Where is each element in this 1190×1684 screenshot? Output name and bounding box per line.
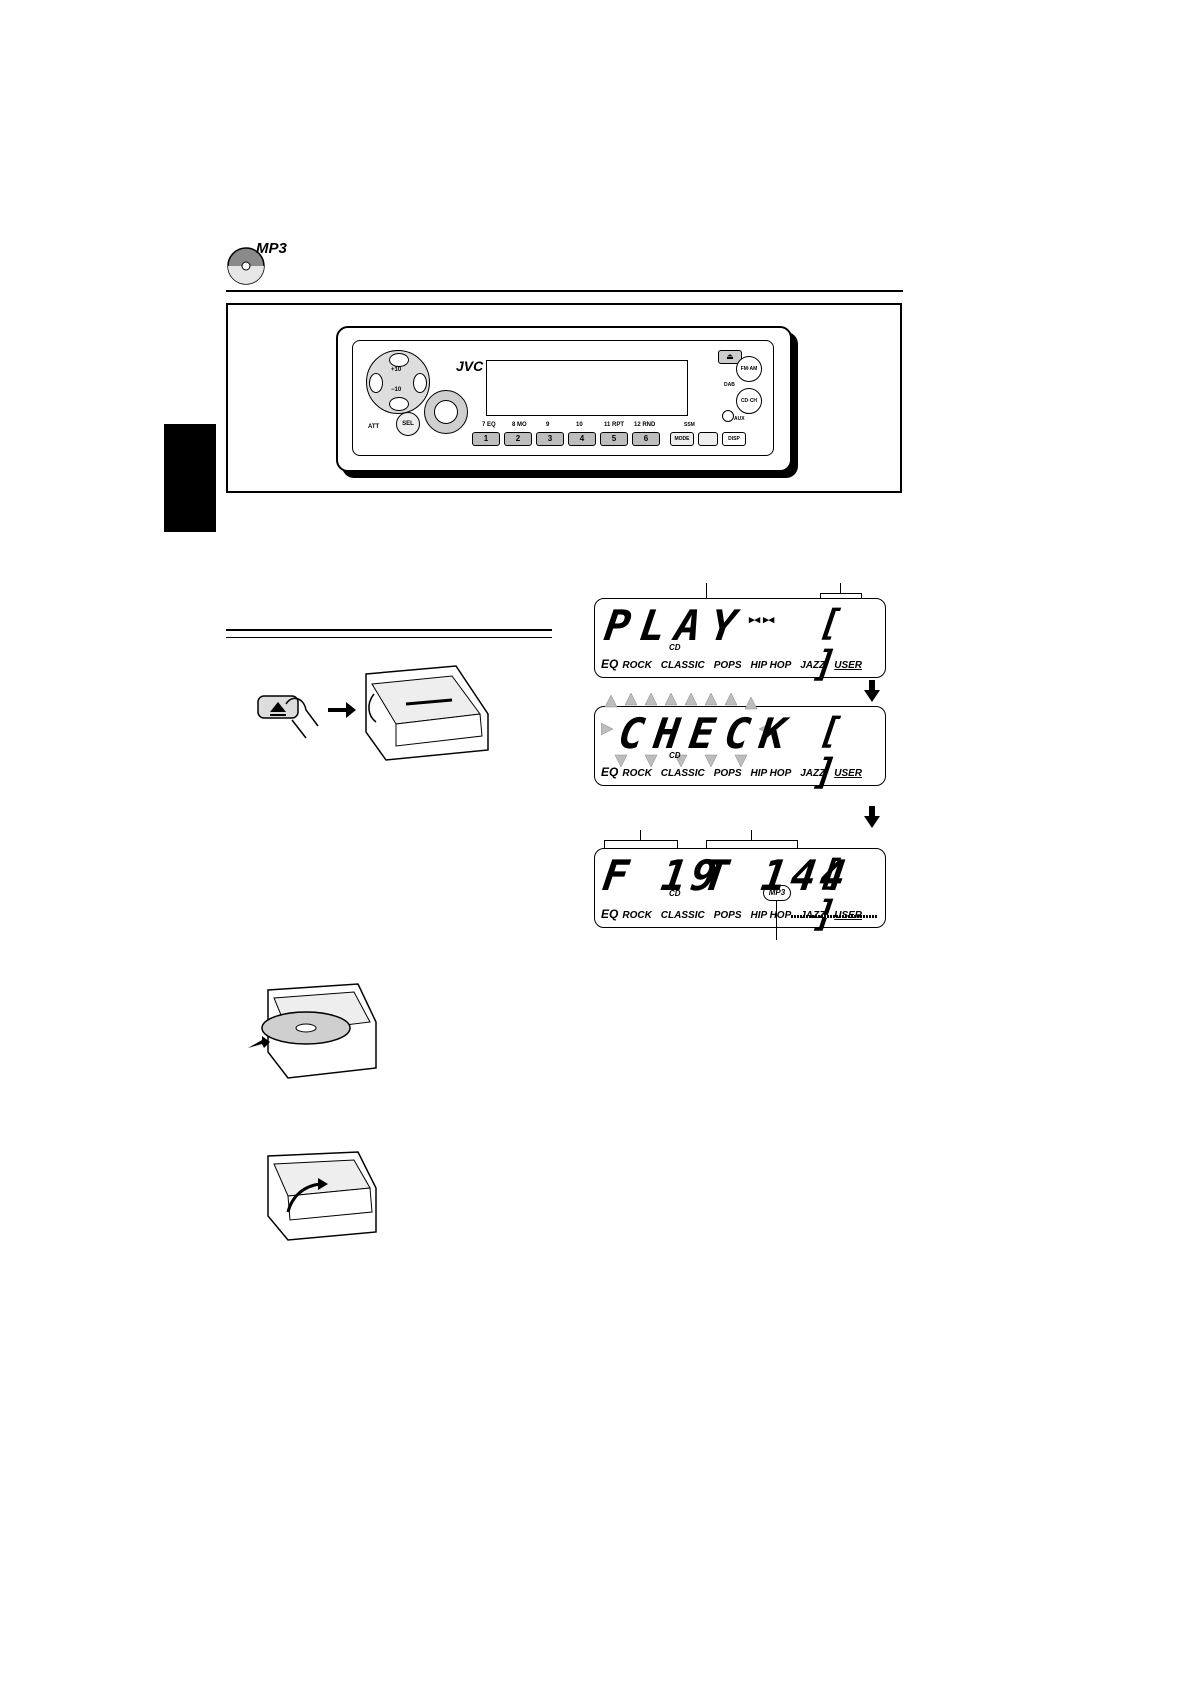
disc-insert-illustration (248, 982, 388, 1082)
fm-am-button[interactable]: FM·AM (736, 356, 762, 382)
radio-display-window (486, 360, 688, 416)
brand-logo: JVC (456, 358, 484, 374)
lcd-right-text: [ ] (811, 853, 847, 935)
track-bracket (706, 840, 798, 849)
eq-mode: HIP HOP (750, 910, 792, 921)
ssm-label: SSM (684, 422, 695, 428)
eq-mode: JAZZ (800, 768, 826, 779)
aux-jack[interactable] (722, 410, 734, 422)
preset-button-1[interactable]: 1 (472, 432, 500, 446)
preset-button-3[interactable]: 3 (536, 432, 564, 446)
mode-button[interactable]: MODE (670, 432, 694, 446)
folder-bracket (604, 840, 678, 849)
eq-mode: POPS (713, 660, 742, 671)
eq-mode-user: USER (834, 910, 863, 921)
dial-down-label: −10 (391, 387, 402, 393)
aux-label: AUX (734, 416, 745, 422)
eq-mode: HIP HOP (750, 768, 792, 779)
preset-label: 10 (576, 422, 583, 428)
control-pad[interactable]: +10 −10 (366, 350, 430, 414)
preset-label: 12 RND (634, 422, 656, 428)
faceplate-inner (352, 340, 774, 456)
volume-knob[interactable] (424, 390, 468, 434)
preset-label: 11 RPT (604, 422, 625, 428)
eq-label: EQ (601, 765, 619, 779)
disp-button[interactable]: DISP (722, 432, 746, 446)
mp3-badge-label: MP3 (256, 240, 287, 257)
eq-mode: JAZZ (800, 660, 826, 671)
eq-mode: CLASSIC (660, 660, 705, 671)
folder-bracket-tick (640, 830, 641, 840)
att-label: ATT (368, 424, 380, 430)
eq-mode: POPS (713, 768, 742, 779)
preset-label: 9 (546, 422, 550, 428)
mp3-disc-icon (226, 246, 266, 286)
eq-label: EQ (601, 907, 619, 921)
eq-mode-user: USER (834, 660, 863, 671)
dial-up-label: +10 (391, 367, 402, 373)
section-rule (226, 629, 552, 638)
eq-mode: ROCK (622, 768, 652, 779)
preset-button-6[interactable]: 6 (632, 432, 660, 446)
right-button[interactable] (413, 373, 427, 393)
preset-button-5[interactable]: 5 (600, 432, 628, 446)
header-rule (226, 290, 903, 292)
lcd-main-text: CHECK (615, 709, 799, 758)
preset-button-2[interactable]: 2 (504, 432, 532, 446)
eq-mode: CLASSIC (660, 910, 705, 921)
track-bracket-tick (751, 830, 752, 840)
cd-mark: CD (669, 889, 681, 898)
eq-label: EQ (601, 657, 619, 671)
slot-bracket (820, 593, 862, 602)
down-arrow-icon (864, 680, 880, 702)
eject-press-illustration (256, 664, 496, 764)
close-panel-illustration (258, 1150, 382, 1242)
down-button[interactable] (389, 397, 409, 411)
preset-button-4[interactable]: 4 (568, 432, 596, 446)
lcd-center-indicator: ▸◂ ▸◂ (749, 614, 775, 626)
eq-mode: HIP HOP (750, 660, 792, 671)
lcd-right-text: [ ] (811, 603, 847, 685)
eq-mode: ROCK (622, 660, 652, 671)
preset-label: 7 EQ (482, 422, 496, 428)
eq-mode: POPS (713, 910, 742, 921)
blink-burst-icon (601, 693, 771, 768)
cd-button[interactable]: CD·CH (736, 388, 762, 414)
dab-label: DAB (724, 382, 735, 388)
radio-figure-box (226, 303, 902, 493)
preset-label: 8 MO (512, 422, 527, 428)
level-meter (791, 915, 877, 918)
down-arrow-icon (864, 806, 880, 828)
sel-button[interactable]: SEL (396, 412, 420, 436)
left-button[interactable] (369, 373, 383, 393)
preset-buttons-row: 1 2 3 4 5 6 (472, 432, 662, 446)
cd-mark: CD (669, 643, 681, 652)
up-button[interactable] (389, 353, 409, 367)
eq-mode: CLASSIC (660, 768, 705, 779)
mp3-indicator-badge: MP3 (763, 885, 791, 901)
mp3-pointer-line (776, 900, 777, 940)
eq-mode: ROCK (622, 910, 652, 921)
ssm-button[interactable] (698, 432, 718, 446)
side-tab (164, 424, 216, 532)
eq-mode: JAZZ (800, 910, 826, 921)
lcd-right-text: [ ] (811, 711, 847, 793)
slot-bracket-tick (840, 583, 841, 593)
preset-labels-row: 7 EQ 8 MO 9 10 11 RPT 12 RND (476, 422, 666, 432)
cd-mark: CD (669, 751, 681, 760)
car-radio-faceplate: +10 −10 JVC SEL ATT 7 EQ 8 MO 9 10 11 RP… (336, 326, 792, 472)
eq-mode-user: USER (834, 768, 863, 779)
